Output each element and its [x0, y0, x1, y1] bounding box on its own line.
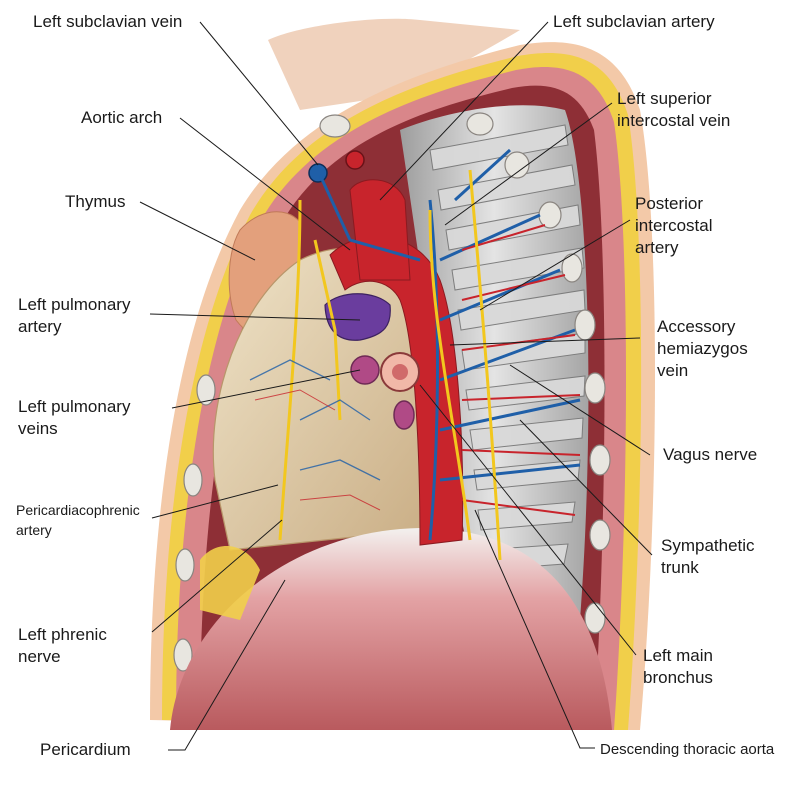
label-descending-thoracic-aorta: Descending thoracic aorta	[600, 741, 775, 758]
pulmonary-vein-shape-1	[350, 355, 380, 385]
pericardial-fat	[200, 546, 260, 620]
diaphragm	[170, 528, 612, 730]
neck-skin	[268, 18, 520, 111]
label-aortic-arch: Aortic arch	[81, 108, 163, 127]
nerve-network	[278, 169, 502, 561]
descending-aorta-shape	[329, 235, 464, 546]
subclavian-vein-shape	[308, 163, 328, 183]
aortic-arch-shape	[349, 179, 411, 281]
subclavian-artery-shape	[345, 150, 365, 170]
label-left-subclavian-vein: Left subclavian vein	[33, 12, 183, 31]
pointer-lines	[139, 21, 653, 751]
artery-network	[461, 224, 581, 516]
label-left-subclavian-artery: Left subclavian artery	[553, 12, 715, 31]
label-vagus-nerve: Vagus nerve	[663, 445, 758, 464]
pulmonary-vein-shape-2	[393, 400, 415, 430]
label-thymus: Thymus	[65, 192, 126, 211]
rib-sections	[173, 112, 611, 672]
heart-surface-vessels	[249, 359, 381, 481]
label-pericardium: Pericardium	[40, 740, 131, 759]
